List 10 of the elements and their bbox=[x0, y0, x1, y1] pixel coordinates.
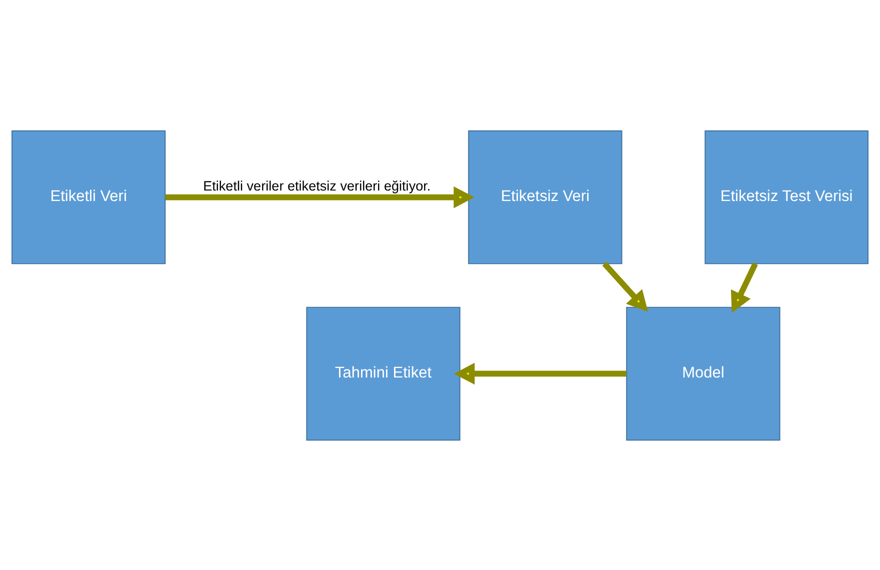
node-box: Etiketli Veri bbox=[12, 130, 166, 264]
node-box: Model bbox=[626, 306, 780, 440]
node-box: Tahmini Etiket bbox=[306, 306, 460, 440]
node-box: Etiketsiz Veri bbox=[468, 130, 622, 264]
edge-label: Etiketli veriler etiketsiz verileri eğitiyor. bbox=[203, 178, 431, 194]
node-box: Etiketsiz Test Verisi bbox=[704, 130, 868, 264]
arrow bbox=[165, 186, 474, 208]
arrow bbox=[730, 262, 758, 312]
arrow bbox=[602, 261, 648, 312]
arrow bbox=[454, 362, 626, 384]
